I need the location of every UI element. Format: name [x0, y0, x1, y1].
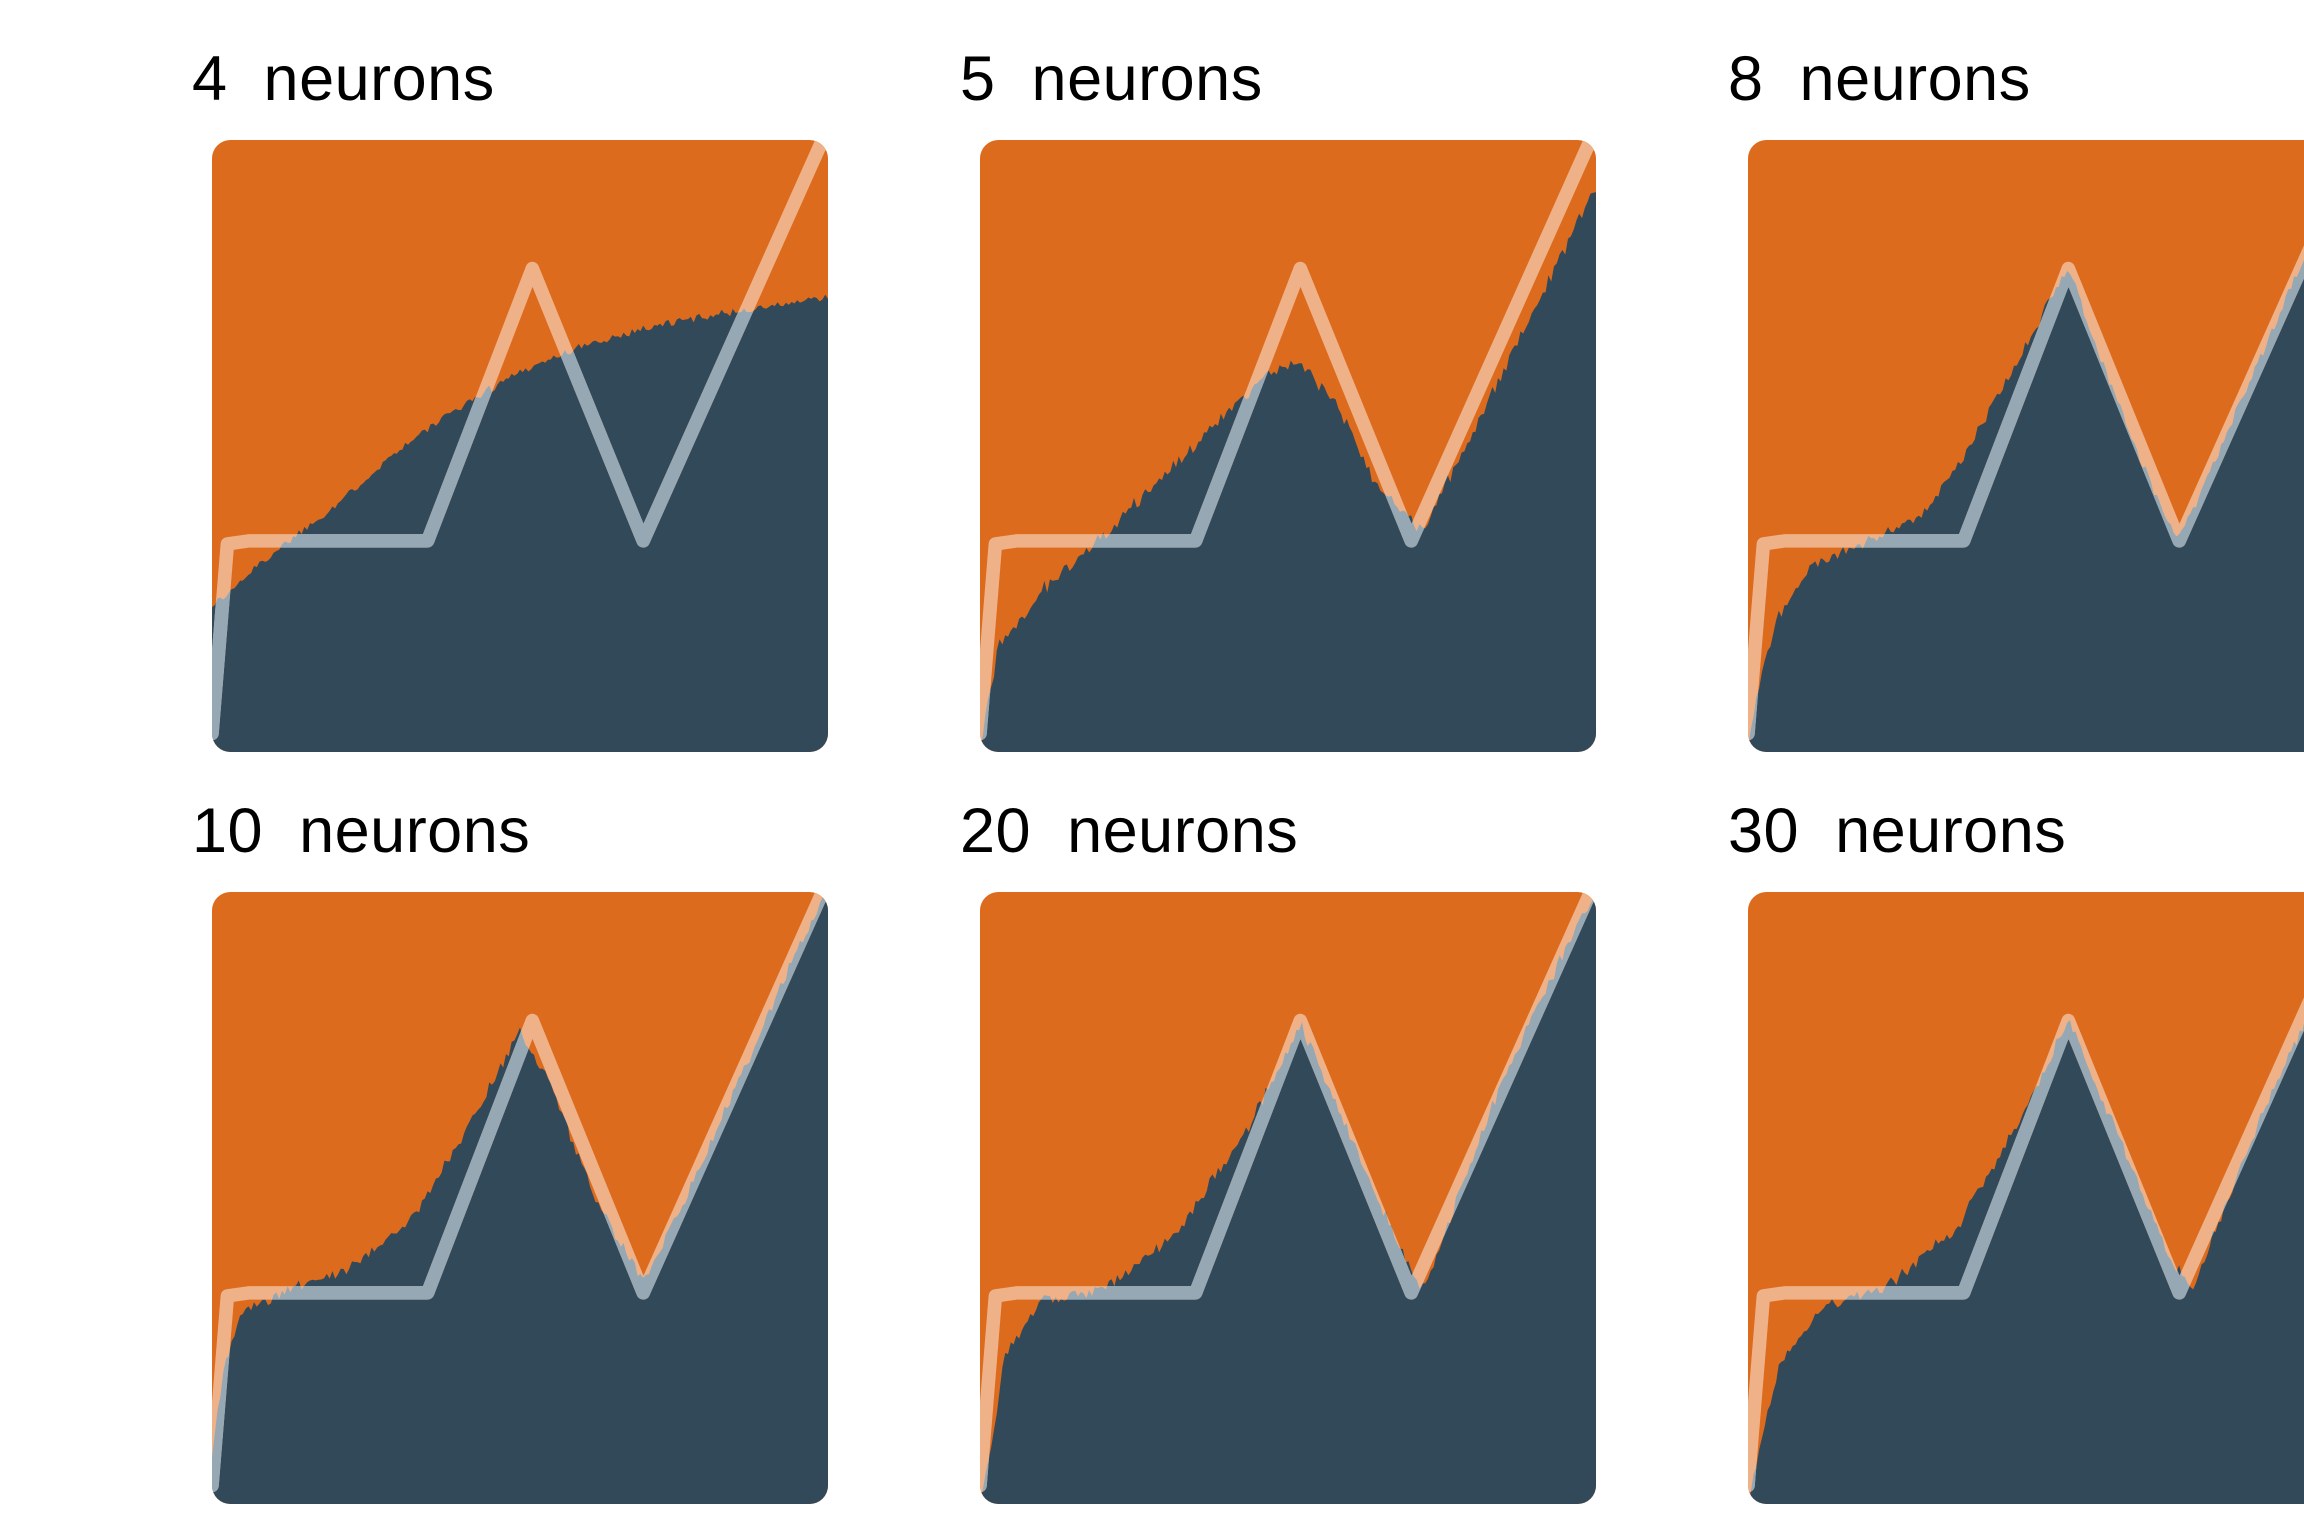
decision-region-plot: [1748, 140, 2304, 752]
decision-region-plot: [212, 140, 828, 752]
panel-title: 30 neurons: [1728, 796, 2067, 866]
decision-region-plot: [980, 892, 1596, 1504]
decision-region-plot: [1748, 892, 2304, 1504]
panel-20-neurons: 20 neurons: [768, 766, 1596, 1518]
panel-30-neurons: 30 neurons: [1536, 766, 2304, 1518]
decision-region-plot: [980, 140, 1596, 752]
panel-title: 10 neurons: [192, 796, 531, 866]
panel-4-neurons: 4 neurons: [0, 14, 828, 766]
dark-decision-region: [212, 892, 828, 1504]
panel-title: 20 neurons: [960, 796, 1299, 866]
dark-decision-region: [1748, 140, 2304, 752]
panel-title: 5 neurons: [960, 44, 1263, 114]
panel-8-neurons: 8 neurons: [1536, 14, 2304, 766]
dark-decision-region: [980, 192, 1596, 752]
panel-10-neurons: 10 neurons: [0, 766, 828, 1518]
dark-decision-region: [212, 294, 828, 752]
panel-5-neurons: 5 neurons: [768, 14, 1596, 766]
dark-decision-region: [980, 893, 1596, 1504]
dark-decision-region: [1748, 892, 2304, 1504]
panel-title: 8 neurons: [1728, 44, 2031, 114]
decision-region-plot: [212, 892, 828, 1504]
panel-title: 4 neurons: [192, 44, 495, 114]
